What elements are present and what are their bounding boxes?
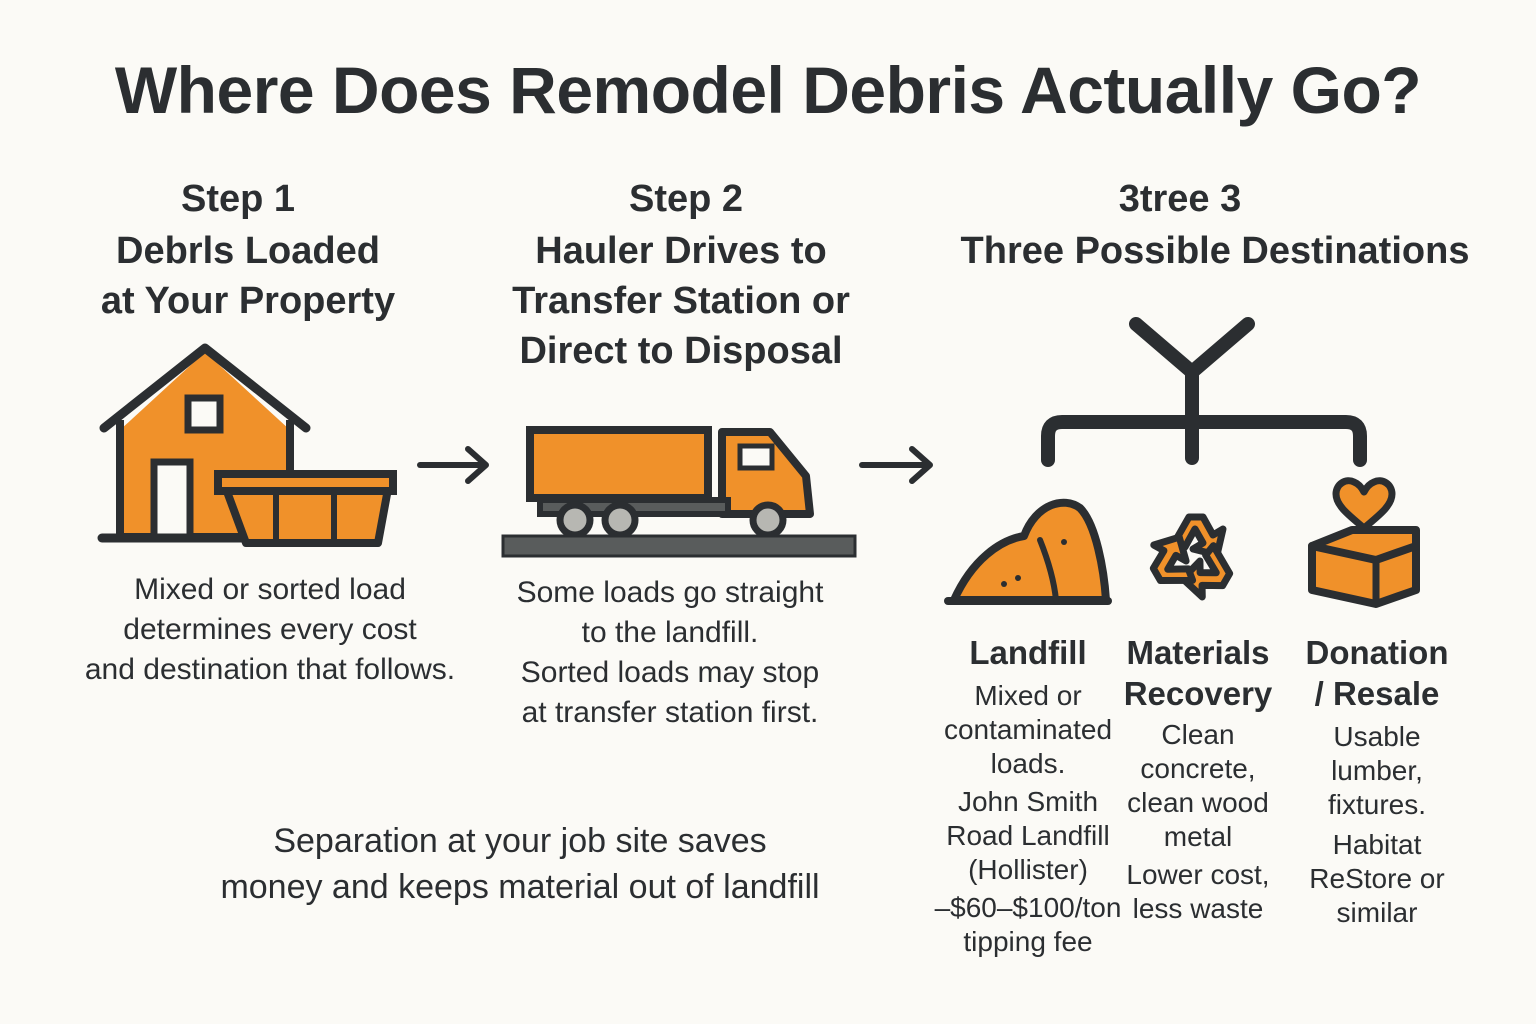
step-1-label: Step 1 <box>180 178 296 220</box>
destination-donation-resale: Donation / Resale Usable lumber, fixture… <box>1284 632 1470 930</box>
destination-note-line: ReStore or <box>1309 863 1445 894</box>
destination-note-line: concrete, <box>1140 753 1256 784</box>
landfill-pile-icon <box>944 498 1112 605</box>
destination-note: Lower cost, less waste <box>1108 858 1288 926</box>
destination-note: –$60–$100/ton tipping fee <box>908 891 1148 959</box>
destination-title: Landfill <box>908 632 1148 673</box>
step-3-heading: Three Possible Destinations <box>930 226 1500 276</box>
destination-note-line: clean wood <box>1127 787 1269 818</box>
arrow-right-icon <box>859 446 933 484</box>
destination-note-line: –$60–$100/ton <box>934 892 1122 923</box>
branch-fork-icon <box>1041 317 1367 467</box>
footer-line: Separation at your job site saves <box>273 822 767 860</box>
destination-note-line: loads. <box>990 748 1066 779</box>
step-2-heading-line: Hauler Drives to <box>535 230 827 272</box>
destination-note-line: Habitat <box>1332 829 1422 860</box>
step-2-description-line: Sorted loads may stop <box>520 656 820 689</box>
destination-note: Mixed or contaminated loads. <box>908 679 1148 781</box>
step-1-description-line: Mixed or sorted load <box>134 573 406 606</box>
destination-note: Usable lumber, fixtures. <box>1284 720 1470 822</box>
dumpster-icon <box>214 470 397 547</box>
destination-note-line: metal <box>1163 821 1233 852</box>
step-3-heading-line: Three Possible Destinations <box>960 230 1470 272</box>
destination-note-line: Mixed or <box>974 680 1082 711</box>
step-2-description-line: at transfer station first. <box>521 696 819 729</box>
step-2-description-line: to the landfill. <box>581 616 759 649</box>
destination-note: Habitat ReStore or similar <box>1284 828 1470 930</box>
destination-note-line: John Smith <box>957 786 1099 817</box>
step-2-label: Step 2 <box>628 178 744 220</box>
destination-note-line: Clean <box>1161 719 1235 750</box>
destination-note-line: tipping fee <box>963 926 1093 957</box>
step-2-description: Some loads go straight to the landfill. … <box>450 573 890 733</box>
step-2-description-line: Some loads go straight <box>516 576 824 609</box>
road-strip <box>501 534 857 558</box>
step-1-description-line: determines every cost <box>123 613 417 646</box>
arrow-right-icon <box>417 446 489 484</box>
destination-title-line: Materials <box>1126 634 1270 671</box>
recycle-icon <box>1149 513 1234 601</box>
destination-note: Clean concrete, clean wood metal <box>1108 718 1288 854</box>
destination-note-line: less waste <box>1132 893 1264 924</box>
destination-note-line: (Hollister) <box>968 854 1088 885</box>
page-title: Where Does Remodel Debris Actually Go? <box>114 53 1422 127</box>
donation-box-heart-icon <box>1308 477 1420 608</box>
destination-title-line: Landfill <box>969 634 1087 671</box>
destination-title-line: Donation <box>1305 634 1449 671</box>
step-1-heading-line: Debrls Loaded <box>116 230 380 272</box>
destination-note-line: Lower cost, <box>1126 859 1270 890</box>
destination-title: Materials Recovery <box>1108 632 1288 714</box>
footer-line: money and keeps material out of landfill <box>220 868 820 906</box>
destination-note-line: Road Landfill <box>946 820 1110 851</box>
step-1-description: Mixed or sorted load determines every co… <box>40 570 500 690</box>
destination-note-line: fixtures. <box>1327 789 1427 820</box>
destination-note: John Smith Road Landfill (Hollister) <box>908 785 1148 887</box>
destination-title-line: Recovery <box>1123 675 1273 712</box>
destination-materials-recovery: Materials Recovery Clean concrete, clean… <box>1108 632 1288 926</box>
footer-message: Separation at your job site saves money … <box>150 818 890 910</box>
step-2-heading: Hauler Drives to Transfer Station or Dir… <box>466 226 896 376</box>
destination-note-line: Usable lumber, <box>1331 721 1423 786</box>
step-3-label: 3tree 3 <box>1118 178 1242 220</box>
step-1-heading-line: at Your Property <box>100 280 396 322</box>
step-2-heading-line: Transfer Station or <box>512 280 850 322</box>
destination-title-line: / Resale <box>1314 675 1440 712</box>
step-1-description-line: and destination that follows. <box>84 653 456 686</box>
step-2-heading-line: Direct to Disposal <box>519 330 843 372</box>
step-1-heading: Debrls Loaded at Your Property <box>48 226 448 326</box>
destination-note-line: contaminated <box>943 714 1113 745</box>
destination-landfill: Landfill Mixed or contaminated loads. Jo… <box>908 632 1148 959</box>
destination-title: Donation / Resale <box>1284 632 1470 714</box>
destination-note-line: similar <box>1336 897 1418 928</box>
